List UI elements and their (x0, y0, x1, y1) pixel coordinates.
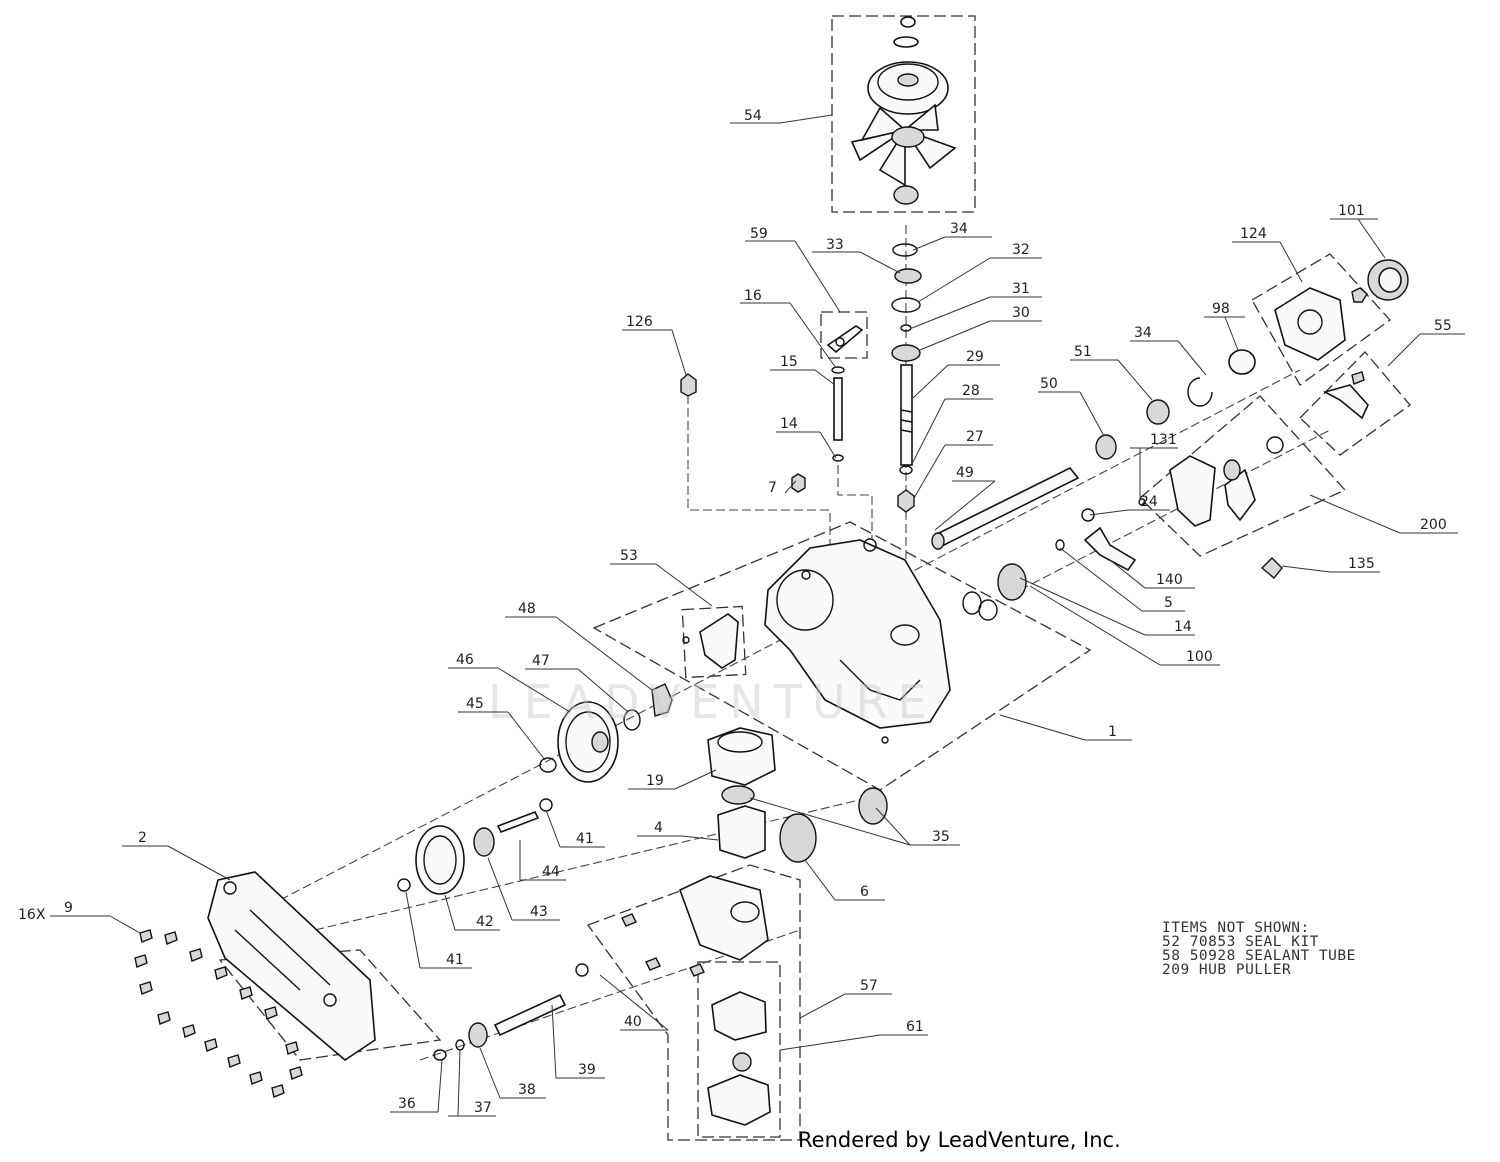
callout-53: 53 (620, 548, 638, 564)
fan-pulley-group-box (831, 15, 976, 213)
callout-14-top: 14 (780, 416, 798, 432)
callout-124: 124 (1240, 226, 1267, 242)
callout-24: 24 (1140, 494, 1158, 510)
callout-30: 30 (1012, 305, 1030, 321)
callout-2: 2 (138, 830, 147, 846)
bottom-shaft-part (433, 963, 589, 1061)
callout-33: 33 (826, 237, 844, 253)
callout-labels: 54 34 33 32 31 30 29 28 27 59 16 15 14 1… (18, 108, 1452, 1116)
callout-135: 135 (1348, 556, 1375, 572)
center-section-part (707, 727, 888, 863)
side-cover-part (207, 871, 376, 1062)
note-sealant-tube: 58 50928 SEALANT TUBE (1162, 948, 1356, 964)
bracket-group-box-200 (1139, 395, 1347, 557)
callout-7: 7 (768, 480, 777, 496)
leader-lines (50, 114, 1465, 1117)
callout-44: 44 (542, 864, 560, 880)
callout-15: 15 (780, 354, 798, 370)
brake-arm-part (1322, 371, 1369, 420)
callout-37: 37 (474, 1100, 492, 1116)
callout-54: 54 (744, 108, 762, 124)
callout-31: 31 (1012, 281, 1030, 297)
callout-41-upper: 41 (576, 831, 594, 847)
callout-28-top: 28 (962, 383, 980, 399)
pump-group-box-61 (697, 961, 781, 1138)
group-box-53 (681, 605, 747, 679)
note-hub-puller: 209 HUB PULLER (1162, 962, 1291, 978)
rendered-by-footer: Rendered by LeadVenture, Inc. (798, 1128, 1121, 1152)
input-shaft-stack (891, 243, 922, 513)
callout-100: 100 (1186, 649, 1213, 665)
callout-59: 59 (750, 226, 768, 242)
callout-6: 6 (860, 884, 869, 900)
callout-27: 27 (966, 429, 984, 445)
callout-34-right: 34 (1134, 325, 1152, 341)
callout-55: 55 (1434, 318, 1452, 334)
brake-bracket-part (1169, 436, 1284, 579)
axis-pin-15 (837, 465, 873, 540)
center-section-group-box (586, 864, 801, 1141)
note-seal-kit: 52 70853 SEAL KIT (1162, 934, 1319, 950)
callout-14-right: 14 (1174, 619, 1192, 635)
callout-34-top: 34 (950, 221, 968, 237)
pump-housing-part (621, 875, 771, 1126)
gear-42-43-part (397, 798, 553, 895)
axis-bolt-126 (687, 395, 831, 550)
output-shaft-part (931, 349, 1256, 550)
callout-131: 131 (1150, 432, 1177, 448)
callout-49: 49 (956, 465, 974, 481)
callout-43: 43 (530, 904, 548, 920)
callout-200: 200 (1420, 517, 1447, 533)
fan-pulley-part (850, 16, 957, 205)
callout-29: 29 (966, 349, 984, 365)
main-housing-group-box (592, 521, 1092, 791)
plate-53-part (682, 613, 739, 669)
hub-part (1274, 259, 1409, 361)
items-not-shown-notes: ITEMS NOT SHOWN: 52 70853 SEAL KIT 58 50… (1162, 920, 1356, 978)
lever-arm-part (826, 325, 864, 462)
callout-4: 4 (654, 820, 663, 836)
callout-51: 51 (1074, 344, 1092, 360)
callout-16x: 16X (18, 907, 46, 923)
callout-36: 36 (398, 1096, 416, 1112)
cover-bolts-part (134, 929, 303, 1098)
callout-1: 1 (1108, 724, 1117, 740)
callout-5: 5 (1164, 595, 1173, 611)
callout-57: 57 (860, 978, 878, 994)
callout-16: 16 (744, 288, 762, 304)
brake-group-box-55 (1299, 351, 1411, 456)
callout-35: 35 (932, 829, 950, 845)
main-housing-part (764, 538, 951, 744)
group-box-59 (820, 311, 868, 359)
axis-output (1019, 429, 1331, 591)
callout-126: 126 (626, 314, 653, 330)
callout-50: 50 (1040, 376, 1058, 392)
callout-48: 48 (518, 601, 536, 617)
callout-9: 9 (64, 900, 73, 916)
gear-100-part (962, 498, 1146, 621)
callout-32: 32 (1012, 242, 1030, 258)
callout-39: 39 (578, 1062, 596, 1078)
watermark-text: LEADVENTURE (488, 675, 937, 729)
callout-101: 101 (1338, 203, 1365, 219)
callout-19: 19 (646, 773, 664, 789)
callout-140: 140 (1156, 572, 1183, 588)
bull-gear-part (539, 683, 673, 783)
bolt-126-part (680, 373, 806, 493)
callout-38: 38 (518, 1082, 536, 1098)
callout-45: 45 (466, 696, 484, 712)
callout-98: 98 (1212, 301, 1230, 317)
callout-47: 47 (532, 653, 550, 669)
callout-41-lower: 41 (446, 952, 464, 968)
notes-heading: ITEMS NOT SHOWN: (1162, 920, 1310, 936)
callout-61: 61 (906, 1019, 924, 1035)
callout-42: 42 (476, 914, 494, 930)
hub-group-box-124 (1251, 253, 1391, 386)
callout-40: 40 (624, 1014, 642, 1030)
callout-46: 46 (456, 652, 474, 668)
